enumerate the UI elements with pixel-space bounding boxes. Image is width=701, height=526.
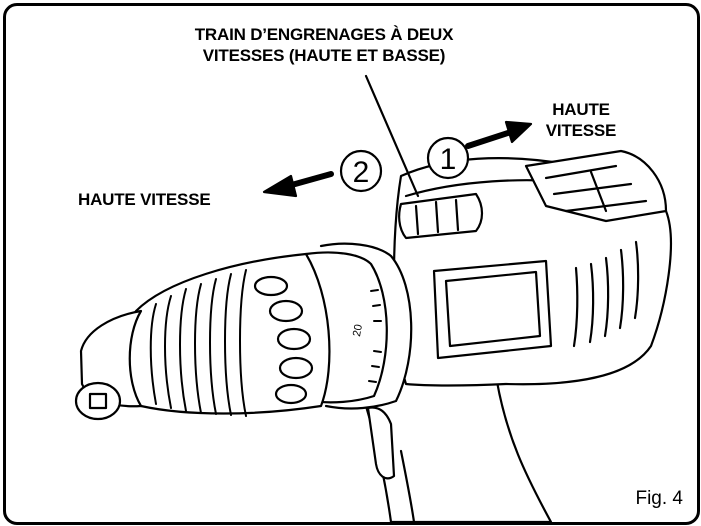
chuck-grips xyxy=(253,275,314,405)
step-two-circle xyxy=(339,149,383,193)
leader-line xyxy=(364,74,420,198)
clutch-number: 20 xyxy=(351,323,365,337)
gear-selector xyxy=(398,192,484,240)
gear-train-label-line1: TRAIN D’ENGRENAGES À DEUX xyxy=(194,25,454,44)
step-one-number: 1 xyxy=(440,143,457,176)
chuck-jaws xyxy=(74,381,122,421)
gear-train-label: TRAIN D’ENGRENAGES À DEUX VITESSES (HAUT… xyxy=(124,24,524,66)
figure-frame: 1 2 20 TRAIN D’ENGRENAGES À DEUX VITESSE… xyxy=(3,3,700,525)
vent-slots xyxy=(572,240,640,348)
housing-panel xyxy=(432,259,553,360)
step-two-number: 2 xyxy=(353,156,370,189)
housing-panel-inner xyxy=(444,270,542,348)
drill-illustration: 1 2 20 xyxy=(74,74,672,522)
high-speed-right-line1: HAUTE xyxy=(552,100,610,119)
high-speed-right-line2: VITESSE xyxy=(545,121,617,140)
chuck-ribs xyxy=(149,269,247,417)
clutch-ticks xyxy=(368,289,382,383)
clutch-ring xyxy=(319,242,413,410)
high-speed-left-label: HAUTE VITESSE xyxy=(78,190,211,209)
trigger xyxy=(366,406,396,480)
high-speed-right-label: HAUTE VITESSE xyxy=(526,99,636,141)
step-one-circle xyxy=(426,136,470,180)
figure-number: Fig. 4 xyxy=(635,488,683,509)
arrow-left xyxy=(285,171,334,189)
handle-inner xyxy=(399,449,416,522)
gear-train-label-line2: VITESSES (HAUTE ET BASSE) xyxy=(202,46,446,65)
arrow-right xyxy=(465,129,514,149)
